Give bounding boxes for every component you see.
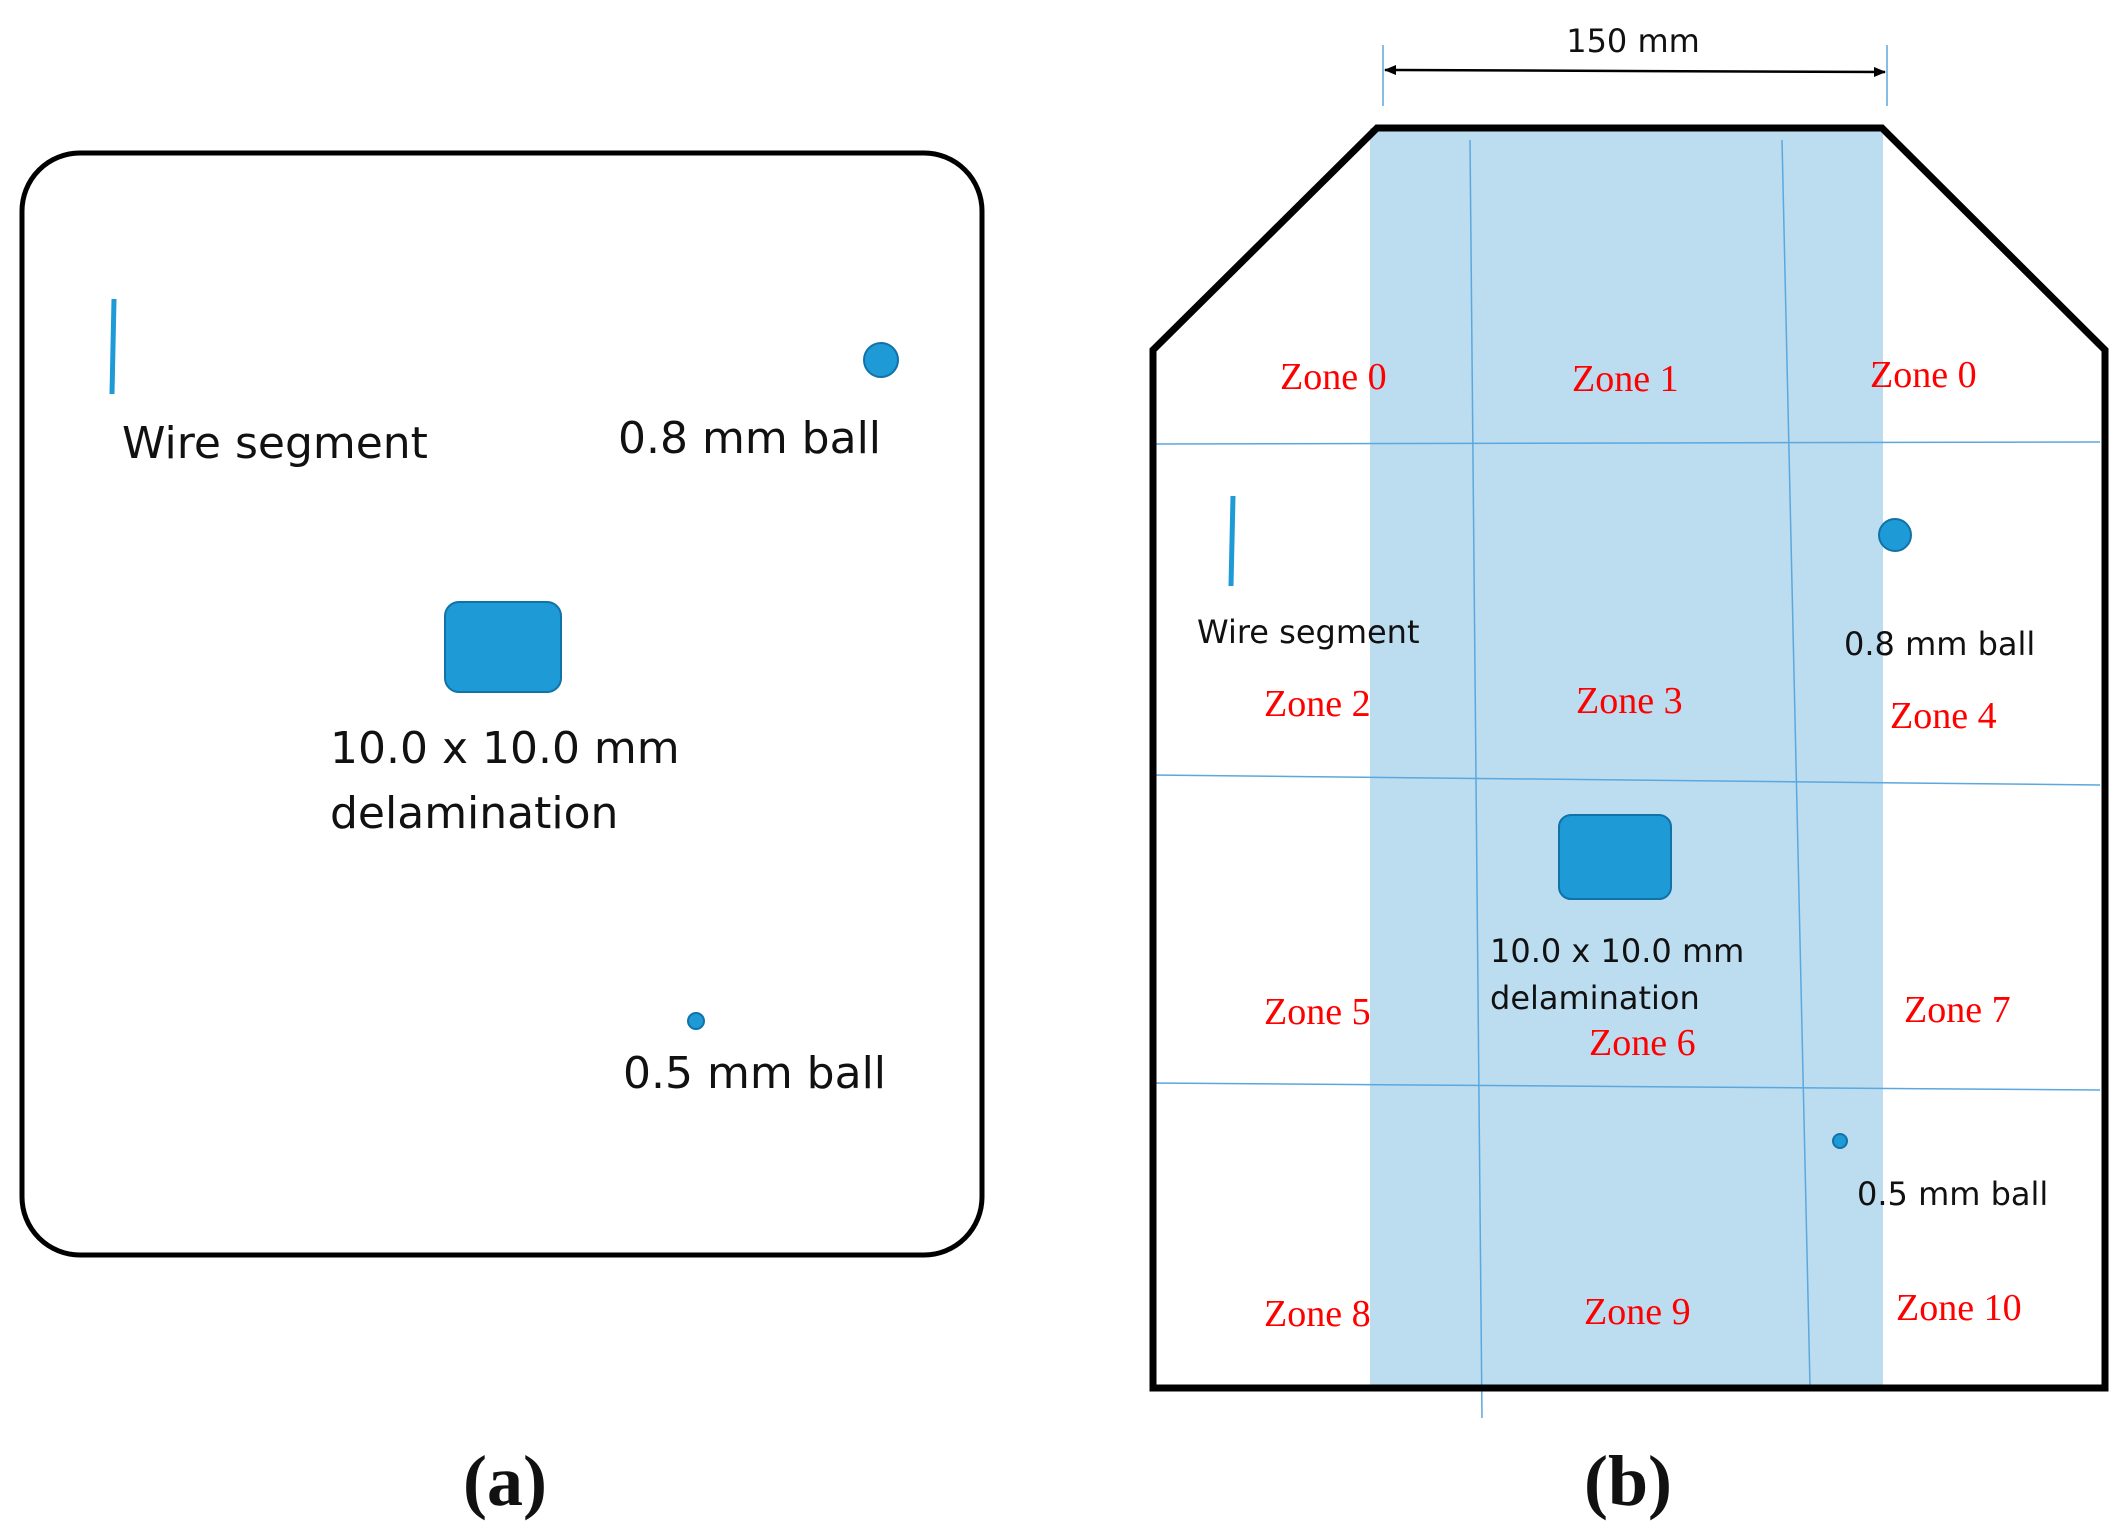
zone-0-left-label: Zone 0 — [1280, 356, 1387, 398]
delamination-label-b-line2: delamination — [1490, 979, 1700, 1017]
zone-4-label: Zone 4 — [1890, 695, 1997, 737]
zone-9-label: Zone 9 — [1584, 1291, 1691, 1333]
scan-band — [1370, 128, 1883, 1386]
delamination-label-b-line1: 10.0 x 10.0 mm — [1490, 932, 1744, 970]
zone-6-label: Zone 6 — [1589, 1022, 1696, 1064]
delamination-marker — [444, 601, 562, 693]
wire-segment-marker-b — [1228, 495, 1236, 587]
zone-grid — [1149, 139, 2101, 1419]
ball-05mm-marker-b — [1832, 1133, 1848, 1149]
ball-05mm-label: 0.5 mm ball — [623, 1048, 886, 1099]
panel-a-label: (a) — [463, 1441, 547, 1521]
panel-b-label: (b) — [1584, 1441, 1672, 1521]
grid-line-horizontal-3 — [1149, 1082, 2101, 1091]
zone-10-label: Zone 10 — [1896, 1287, 2022, 1329]
grid-line-horizontal-1 — [1154, 441, 2101, 445]
wire-segment-marker — [109, 298, 117, 395]
zone-3-label: Zone 3 — [1576, 680, 1683, 722]
ball-05mm-label-b: 0.5 mm ball — [1857, 1175, 2048, 1213]
grid-line-vertical-2 — [1781, 139, 1811, 1387]
zone-1-label: Zone 1 — [1572, 358, 1679, 400]
zone-2-label: Zone 2 — [1264, 683, 1371, 725]
ball-08mm-label: 0.8 mm ball — [618, 413, 881, 464]
wire-segment-label: Wire segment — [122, 418, 428, 469]
wire-segment-label-b: Wire segment — [1197, 613, 1420, 651]
panel-b: 150 mm Zone 0 Zone 1 Zone 0 Zone 2 Zone … — [1149, 22, 2109, 1521]
ball-08mm-marker — [863, 342, 899, 378]
zone-5-label: Zone 5 — [1264, 991, 1371, 1033]
delamination-label-line1: 10.0 x 10.0 mm — [330, 723, 680, 774]
ball-08mm-marker-b — [1878, 518, 1912, 552]
panel-a-plate-outline — [19, 150, 985, 1258]
delamination-marker-b — [1558, 814, 1672, 900]
panel-b-plate-outline — [1149, 124, 2109, 1392]
zone-0-right-label: Zone 0 — [1870, 354, 1977, 396]
ball-05mm-marker — [687, 1012, 705, 1030]
panel-a: Wire segment 0.8 mm ball 10.0 x 10.0 mm … — [19, 150, 985, 1521]
dimension-arrow — [1384, 65, 1886, 77]
dimension-label: 150 mm — [1566, 22, 1700, 60]
ball-08mm-label-b: 0.8 mm ball — [1844, 625, 2035, 663]
zone-8-label: Zone 8 — [1264, 1293, 1371, 1335]
delamination-label-line2: delamination — [330, 788, 618, 839]
grid-line-horizontal-2 — [1149, 774, 2101, 786]
zone-7-label: Zone 7 — [1904, 989, 2011, 1031]
grid-line-vertical-1 — [1469, 139, 1483, 1419]
